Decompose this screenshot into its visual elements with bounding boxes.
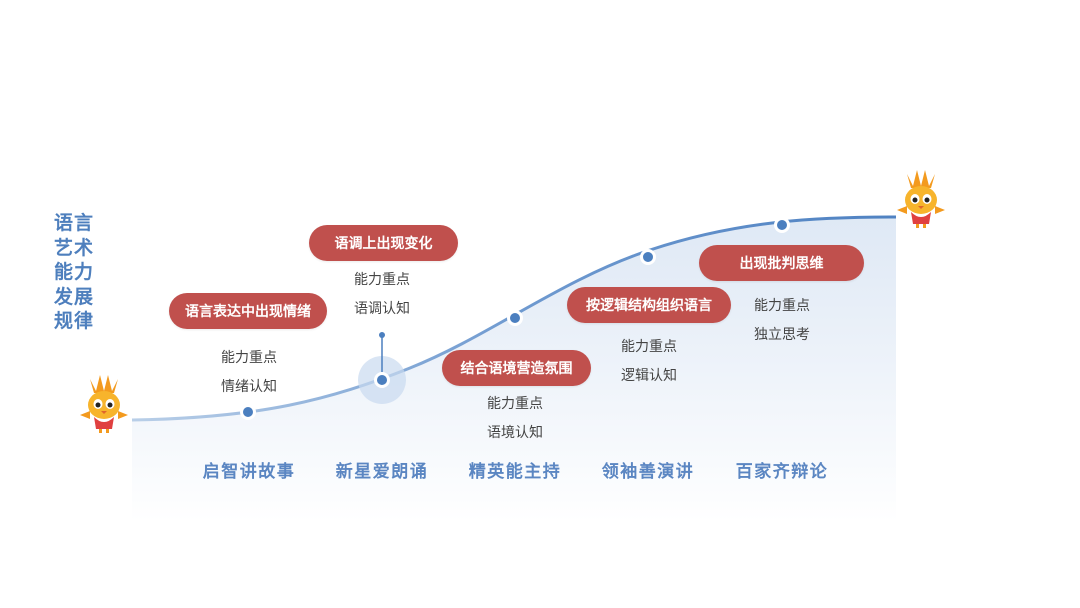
milestone-1-focus: 情绪认知 — [221, 378, 277, 395]
connector-end-dot — [379, 332, 385, 338]
milestone-dot-4 — [640, 249, 656, 265]
milestone-4-label: 能力重点 — [621, 339, 677, 355]
milestone-3-label: 能力重点 — [487, 396, 543, 412]
phoenix-mascot-end-icon — [897, 170, 945, 228]
milestone-4-stage: 领袖善演讲 — [601, 462, 695, 482]
milestone-dot-2 — [374, 372, 390, 388]
milestone-3-stage: 精英能主持 — [468, 462, 562, 482]
milestone-2-info: 能力重点 语调认知 — [322, 266, 442, 323]
milestone-dots — [240, 217, 790, 420]
milestone-3-tag: 结合语境营造氛围 — [442, 350, 591, 386]
milestone-2-label: 能力重点 — [354, 272, 410, 288]
milestone-4-focus: 逻辑认知 — [621, 367, 677, 384]
milestone-1-stage: 启智讲故事 — [202, 462, 296, 482]
milestone-1-tag: 语言表达中出现情绪 — [169, 293, 327, 329]
milestone-2-focus: 语调认知 — [354, 300, 410, 317]
milestone-5-label: 能力重点 — [754, 298, 810, 314]
milestone-2-stage: 新星爱朗诵 — [335, 462, 429, 482]
milestone-5-tag: 出现批判思维 — [699, 245, 864, 281]
milestone-dot-1 — [240, 404, 256, 420]
phoenix-mascot-start-icon — [80, 375, 128, 433]
milestone-3-info: 能力重点 语境认知 — [455, 390, 575, 447]
milestone-1-label: 能力重点 — [221, 350, 277, 366]
milestone-5-stage: 百家齐辩论 — [735, 462, 829, 482]
milestone-5-info: 能力重点 独立思考 — [722, 292, 842, 349]
milestone-3-focus: 语境认知 — [487, 424, 543, 441]
milestone-dot-3 — [507, 310, 523, 326]
diagram-title: 语言艺术能力发展规律 — [54, 212, 95, 332]
milestone-2-tag: 语调上出现变化 — [309, 225, 458, 261]
milestone-5-focus: 独立思考 — [754, 326, 810, 343]
milestone-1-info: 能力重点 情绪认知 — [189, 344, 309, 401]
milestone-dot-5 — [774, 217, 790, 233]
milestone-4-info: 能力重点 逻辑认知 — [589, 333, 709, 390]
milestone-4-tag: 按逻辑结构组织语言 — [567, 287, 731, 323]
